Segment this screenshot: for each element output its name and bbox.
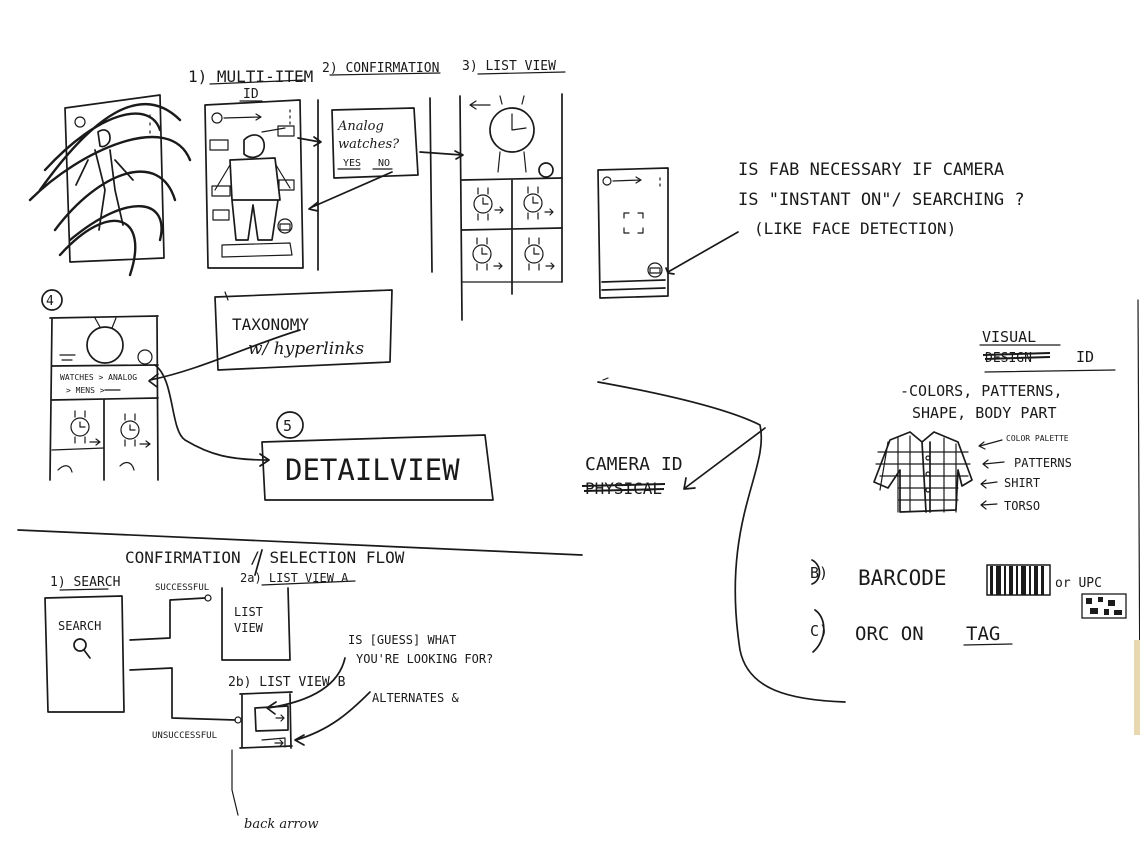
flow-question-line1: IS [GUESS] WHAT (348, 633, 456, 647)
flow-list-a-label: 2a) LIST VIEW A (240, 571, 349, 585)
breadcrumb-line1: WATCHES > ANALOG (60, 373, 137, 382)
step2-title: 2) CONFIRMATION (322, 61, 439, 76)
plaid-shirt-drawing (873, 431, 973, 513)
fab-note: IS FAB NECESSARY IF CAMERA IS "INSTANT O… (738, 160, 1025, 238)
fab-note-arrow (665, 231, 739, 275)
confirm-line2: watches? (338, 137, 400, 152)
flow-list-box-line2: VIEW (234, 621, 264, 635)
flow-branches (129, 597, 236, 721)
step2-confirmation-screen: 2) CONFIRMATION Analog watches? YES NO (317, 61, 441, 273)
fab-camera-screen (597, 167, 669, 299)
flow-back-arrow: back arrow (244, 817, 319, 832)
step4-label: 4 (46, 294, 54, 309)
arrow-1-to-2 (297, 136, 322, 147)
step5-detail-view: 5 DETAILVIEW (261, 411, 494, 501)
option-c-letter: C) (810, 622, 828, 640)
visual-id-suffix: ID (1076, 348, 1094, 366)
arrow-to-detail (154, 364, 270, 467)
callout-patterns: PATTERNS (1014, 456, 1072, 470)
callout-torso: TORSO (1004, 499, 1040, 513)
flow-unsuccessful: UNSUCCESSFUL (152, 731, 217, 741)
step1-title: 1) MULTI-ITEM (188, 67, 313, 86)
visual-attributes-line2: SHAPE, BODY PART (912, 404, 1057, 422)
scribbled-screen-sketch (28, 94, 192, 277)
taxonomy-arrow (148, 329, 301, 388)
confirm-line1: Analog (337, 119, 384, 134)
step1-multi-item-screen: 1) MULTI-ITEM ID (188, 67, 313, 269)
option-b-text: BARCODE (858, 566, 947, 590)
barcode-option: B) BARCODE or UPC (810, 559, 1127, 619)
taxonomy-callout: TAXONOMY w/ hyperlinks (214, 289, 393, 371)
visual-attributes-line1: -COLORS, PATTERNS, (900, 382, 1063, 400)
visual-id-group: VISUAL DESIGN ID -COLORS, PATTERNS, SHAP… (900, 328, 1116, 422)
flow-question-line2: YOU'RE LOOKING FOR? (356, 652, 493, 666)
flow-search-box-label: SEARCH (58, 619, 101, 633)
taxonomy-line1: TAXONOMY (232, 315, 309, 334)
fab-note-line2: IS "INSTANT ON"/ SEARCHING ? (738, 190, 1025, 210)
board-edge (1134, 299, 1140, 735)
detail-view-label: DETAILVIEW (285, 453, 460, 487)
camera-divider-curve (597, 381, 846, 703)
section-divider (17, 529, 583, 556)
camera-id-label: CAMERA ID (585, 454, 683, 475)
flow-successful: SUCCESSFUL (155, 583, 209, 593)
step3-title: 3) LIST VIEW (462, 59, 556, 74)
flow-search-step: 1) SEARCH (50, 575, 120, 590)
option-c-text: ORC ON (855, 623, 924, 645)
flow-title: CONFIRMATION / SELECTION FLOW (125, 548, 405, 567)
fab-note-line1: IS FAB NECESSARY IF CAMERA (738, 160, 1004, 180)
visual-id-heading: VISUAL (982, 328, 1036, 346)
breadcrumb-line2: > MENS > (66, 386, 105, 395)
confirm-yes: YES (343, 158, 361, 169)
camera-id-group: CAMERA ID PHYSICAL (581, 427, 766, 498)
taxonomy-line2: w/ hyperlinks (248, 339, 364, 359)
marker-dot (602, 377, 609, 381)
fab-note-line3: (LIKE FACE DETECTION) (754, 219, 956, 238)
magnifier-icon (83, 649, 91, 659)
step1-title-line2: ID (243, 87, 259, 102)
flow-alternates: ALTERNATES & (372, 691, 459, 705)
selection-flow: CONFIRMATION / SELECTION FLOW 1) SEARCH … (44, 548, 493, 832)
option-b-letter: B) (810, 564, 828, 582)
ocr-option: C) ORC ON TAG (810, 609, 1013, 653)
confirm-no: NO (378, 158, 390, 169)
flow-list-box-line1: LIST (234, 605, 263, 619)
step4-taxonomy-screen: 4 WATCHES > ANALOG > MENS > (41, 289, 159, 481)
callout-shirt: SHIRT (1004, 476, 1040, 490)
yes-arrow (419, 150, 464, 160)
option-c-tag: TAG (966, 623, 1000, 645)
step5-label: 5 (283, 417, 292, 435)
no-arrow (308, 171, 393, 212)
flow-list-b-label: 2b) LIST VIEW B (228, 675, 346, 690)
shirt-callouts: COLOR PALETTE PATTERNS SHIRT TORSO (978, 434, 1072, 513)
option-b-suffix: or UPC (1055, 576, 1102, 591)
step3-list-view-screen: 3) LIST VIEW (459, 59, 566, 321)
callout-color-palette: COLOR PALETTE (1006, 434, 1069, 443)
